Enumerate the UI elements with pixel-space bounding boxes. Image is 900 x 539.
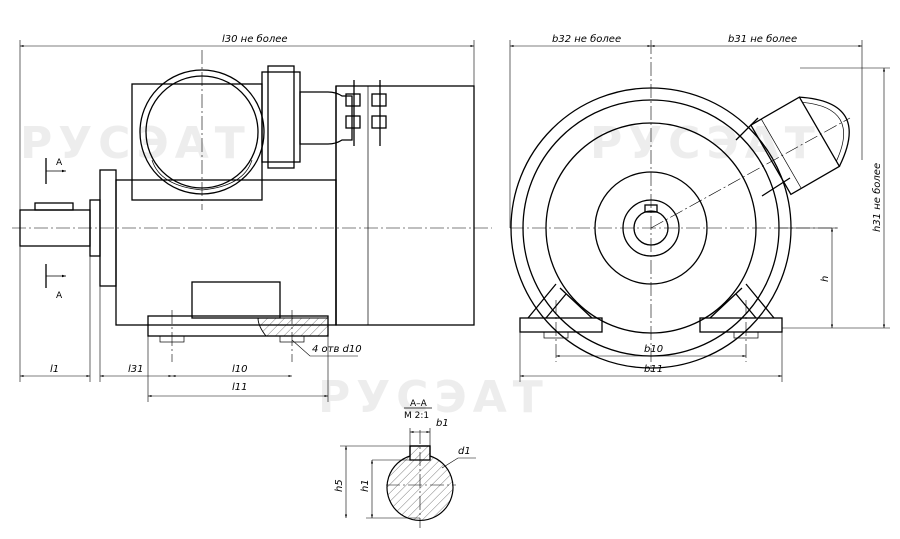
l1-label: l1 <box>50 364 59 375</box>
terminal-box-cap-inner <box>802 101 844 162</box>
bearing-cap-circle <box>594 171 708 285</box>
shaft-circle <box>633 210 669 246</box>
side-view: A A l30 не более l1 l31 l10 l11 4 отв d1… <box>12 33 492 402</box>
terminal-box-neck-bottom <box>761 177 791 197</box>
front-foot-left <box>519 317 603 333</box>
gland-nut-2 <box>345 115 361 129</box>
watermark-group: РУСЭАТ РУСЭАТ РУСЭАТ <box>20 118 821 423</box>
terminal-box-body <box>750 96 841 196</box>
cable-gland-body <box>299 91 353 145</box>
terminal-box-shadow-arc <box>151 159 253 191</box>
front-terminal-box <box>750 96 850 196</box>
fan-cowl <box>335 85 475 326</box>
shaft-boss-circle <box>622 199 680 257</box>
terminal-box-outer <box>139 69 265 195</box>
end-shield-circle <box>545 122 757 334</box>
section-scale: M 2:1 <box>404 411 429 421</box>
terminal-box-neck-top <box>735 117 759 141</box>
motor-frame <box>115 179 337 326</box>
gland-nut-1 <box>345 93 361 107</box>
terminal-box-cap <box>799 96 850 167</box>
watermark-center: РУСЭАТ <box>318 372 549 423</box>
right-foot-ribs <box>709 283 775 319</box>
holes-label: 4 отв d10 <box>312 344 362 355</box>
terminal-box-lid <box>145 75 259 189</box>
h1-label: h1 <box>360 479 371 492</box>
h31-label: h31 не более <box>871 163 883 232</box>
l10-label: l10 <box>232 364 248 375</box>
left-foot-ribs <box>527 283 593 319</box>
l30-label: l30 не более <box>222 33 288 45</box>
h5-label: h5 <box>334 479 345 492</box>
shaft-key <box>34 202 74 211</box>
b31-label: b31 не более <box>728 33 797 45</box>
shaft-keyway <box>644 204 658 213</box>
gland-nut-4 <box>371 115 387 129</box>
foot-section-hatch <box>257 317 329 337</box>
foot-boss <box>191 281 281 319</box>
b1-label: b1 <box>436 418 449 429</box>
h-label: h <box>820 276 831 282</box>
terminal-box-axis <box>650 117 851 229</box>
section-mark-bottom-label: A <box>56 291 63 301</box>
section-title: A–A <box>410 399 428 409</box>
b32-label: b32 не более <box>552 33 621 45</box>
l11-label: l11 <box>232 382 248 393</box>
section-mark-top-label: A <box>56 158 63 168</box>
section-a-a: A–A M 2:1 b1 d1 h1 h5 <box>334 399 476 528</box>
b10-label: b10 <box>644 344 663 355</box>
terminal-box-seam <box>760 118 802 189</box>
b11-label: b11 <box>644 364 663 375</box>
d1-leader <box>441 457 476 469</box>
cable-entry-plate <box>267 65 295 169</box>
watermark-right: РУСЭАТ <box>590 118 821 169</box>
watermark-left: РУСЭАТ <box>20 118 251 169</box>
l31-label: l31 <box>128 364 144 375</box>
gland-nut-3 <box>371 93 387 107</box>
front-foot-right <box>699 317 783 333</box>
holes-leader <box>291 339 358 357</box>
front-view: b32 не более b31 не более h31 не более h… <box>509 33 890 382</box>
d1-label: d1 <box>458 446 471 457</box>
